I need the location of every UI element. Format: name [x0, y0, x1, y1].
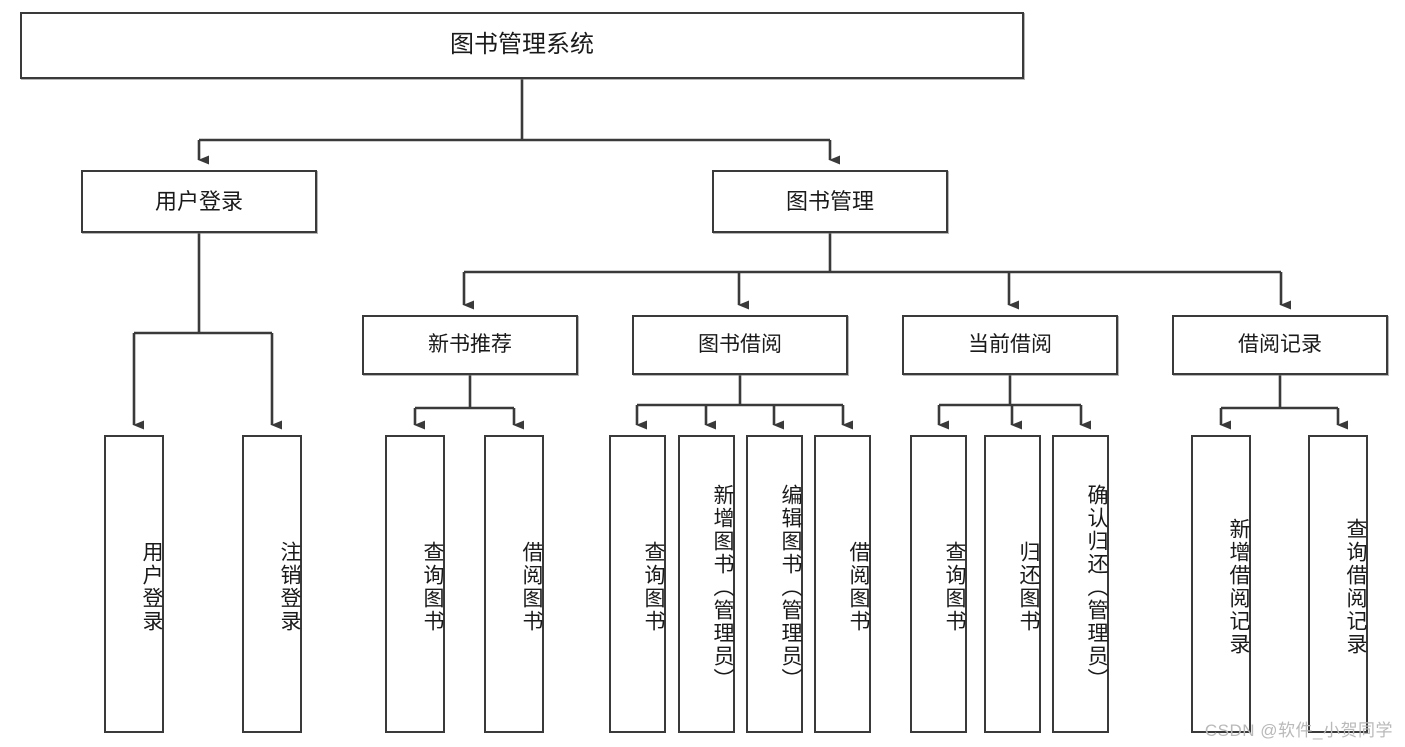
node-new-book-recommend[interactable]: 新书推荐 [362, 315, 578, 375]
node-user-login[interactable]: 用户登录 [81, 170, 317, 233]
node-leaf-logout[interactable]: 注销登录 [242, 435, 302, 733]
node-leaf-user-login[interactable]: 用户登录 [104, 435, 164, 733]
node-leaf-query-book-newbook-label: 查询图书 [421, 541, 444, 633]
node-leaf-edit-book-admin-label: 编辑图书（管理员） [779, 483, 802, 691]
node-leaf-query-book-current[interactable]: 查询图书 [910, 435, 967, 733]
node-leaf-borrow-book-newbook-label: 借阅图书 [520, 541, 543, 633]
node-leaf-add-book-admin-label: 新增图书（管理员） [711, 483, 734, 691]
csdn-watermark: CSDN @软件_小贺同学 [1204, 721, 1393, 740]
node-current-borrow-label: 当前借阅 [968, 332, 1052, 356]
node-leaf-borrow-book[interactable]: 借阅图书 [814, 435, 871, 733]
node-leaf-confirm-return-admin[interactable]: 确认归还（管理员） [1052, 435, 1109, 733]
node-leaf-logout-label: 注销登录 [278, 541, 301, 633]
node-leaf-add-book-admin[interactable]: 新增图书（管理员） [678, 435, 735, 733]
node-leaf-confirm-return-admin-label: 确认归还（管理员） [1085, 483, 1108, 691]
node-book-management-label: 图书管理 [785, 188, 874, 214]
node-current-borrow[interactable]: 当前借阅 [902, 315, 1118, 375]
node-leaf-edit-book-admin[interactable]: 编辑图书（管理员） [746, 435, 803, 733]
node-root-system-label: 图书管理系统 [450, 31, 594, 59]
node-root-system[interactable]: 图书管理系统 [20, 12, 1024, 79]
node-leaf-return-book[interactable]: 归还图书 [984, 435, 1041, 733]
node-new-book-recommend-label: 新书推荐 [428, 332, 512, 356]
node-leaf-add-borrow-record[interactable]: 新增借阅记录 [1191, 435, 1251, 733]
node-leaf-user-login-label: 用户登录 [140, 541, 163, 633]
node-leaf-add-borrow-record-label: 新增借阅记录 [1227, 518, 1250, 656]
node-leaf-query-book-borrow-label: 查询图书 [642, 541, 665, 633]
node-leaf-borrow-book-label: 借阅图书 [847, 541, 870, 633]
node-book-borrow[interactable]: 图书借阅 [632, 315, 848, 375]
node-book-management[interactable]: 图书管理 [712, 170, 948, 233]
node-leaf-borrow-book-newbook[interactable]: 借阅图书 [484, 435, 544, 733]
node-leaf-query-book-borrow[interactable]: 查询图书 [609, 435, 666, 733]
node-leaf-return-book-label: 归还图书 [1017, 541, 1040, 633]
node-leaf-query-book-current-label: 查询图书 [943, 541, 966, 633]
node-borrow-record[interactable]: 借阅记录 [1172, 315, 1388, 375]
node-leaf-query-book-newbook[interactable]: 查询图书 [385, 435, 445, 733]
node-leaf-query-borrow-record-label: 查询借阅记录 [1344, 518, 1367, 656]
node-book-borrow-label: 图书借阅 [698, 332, 782, 356]
node-leaf-query-borrow-record[interactable]: 查询借阅记录 [1308, 435, 1368, 733]
node-borrow-record-label: 借阅记录 [1238, 332, 1322, 356]
node-user-login-label: 用户登录 [154, 188, 243, 214]
